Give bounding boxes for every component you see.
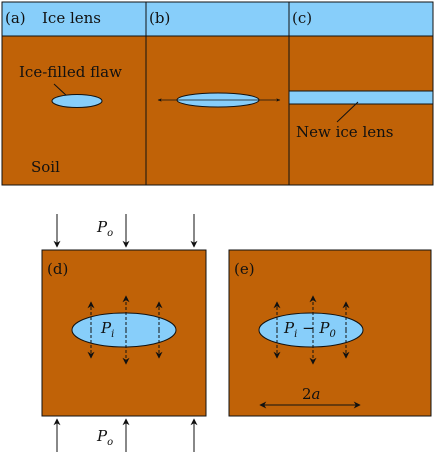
ice-filled-flaw	[51, 94, 103, 108]
net-pressure-s2: 0	[330, 329, 337, 340]
new-ice-lens	[288, 90, 434, 105]
pressurized-lens	[71, 312, 177, 348]
soil-label: Soil	[31, 158, 60, 176]
new-ice-lens-label: New ice lens	[296, 123, 394, 141]
top-strip: (a) Ice lens Ice-filled flaw Soil (b) (c…	[1, 1, 434, 186]
top-pressure-symbol: P	[96, 218, 108, 236]
net-pressure-p1: P	[283, 319, 295, 337]
width-coef: 2	[302, 385, 312, 403]
soil-layer	[1, 35, 434, 186]
net-pressure-lens	[258, 312, 364, 348]
width-label: 2a	[302, 385, 321, 403]
net-pressure-s1: i	[294, 329, 297, 340]
width-var: a	[312, 385, 321, 403]
bottom-pressure-label: Po	[96, 427, 113, 448]
net-pressure-minus: −	[297, 319, 319, 337]
inner-pressure-subscript: i	[111, 329, 114, 340]
bottom-pressure-subscript: o	[107, 437, 113, 448]
top-pressure-label: Po	[96, 218, 113, 239]
ice-lens-layer	[1, 1, 434, 37]
new-lens-leader-line	[336, 101, 359, 123]
inner-pressure-symbol: P	[100, 319, 112, 337]
net-pressure-label: Pi − P0	[283, 319, 337, 340]
panel-d-letter: (d)	[47, 260, 68, 278]
panel-d: (d) Po Po Pi	[41, 214, 207, 452]
net-pressure-p2: P	[318, 319, 330, 337]
panel-c-letter: (c)	[292, 9, 312, 27]
panel-a-letter: (a)	[5, 9, 26, 27]
panel-b-letter: (b)	[149, 9, 170, 27]
bottom-pressure-symbol: P	[96, 427, 108, 445]
ice-lens-label: Ice lens	[42, 9, 101, 27]
panel-e: (e) Pi − P0 2a	[228, 249, 432, 417]
top-pressure-subscript: o	[107, 228, 113, 239]
ice-filled-flaw-label: Ice-filled flaw	[19, 63, 122, 81]
inner-pressure-label: Pi	[100, 319, 114, 340]
panel-e-letter: (e)	[234, 260, 255, 278]
